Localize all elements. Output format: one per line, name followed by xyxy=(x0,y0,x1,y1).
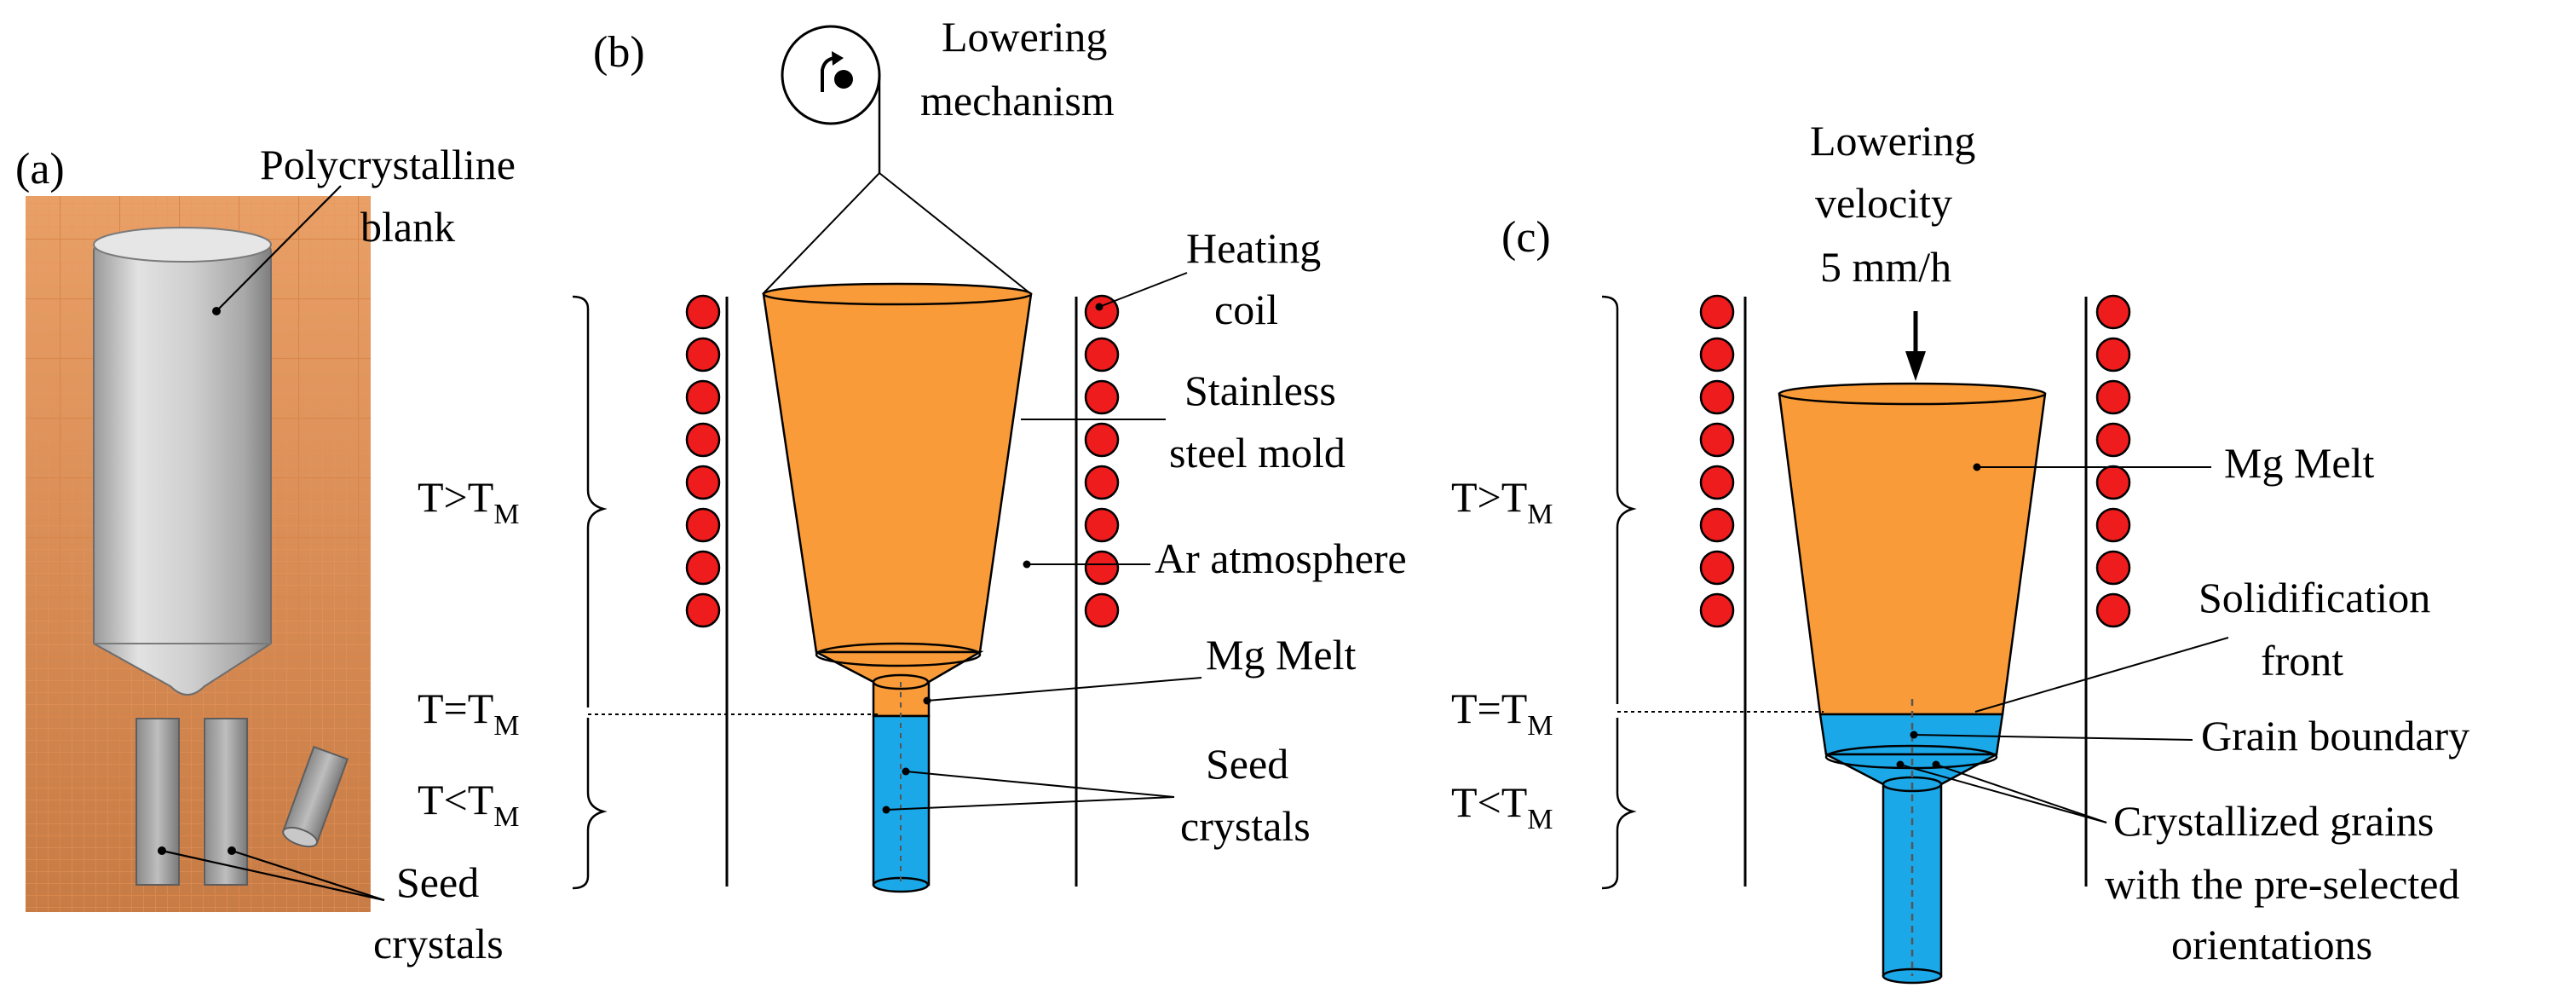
temperature-bracket-b xyxy=(572,295,878,890)
seed-leader-line-2 xyxy=(231,849,385,902)
panel-c: (c) Lowering velocity 5 mm/h xyxy=(1451,117,2469,985)
panel-b: (b) Lowering mechanism xyxy=(418,13,1407,893)
seed-crystal-photos xyxy=(135,718,349,886)
svg-text:Seed: Seed xyxy=(396,858,479,906)
svg-text:Crystallized grains: Crystallized grains xyxy=(2113,797,2434,845)
svg-text:Polycrystalline: Polycrystalline xyxy=(260,141,516,188)
heating-coil-left-c xyxy=(1699,294,1735,628)
svg-text:coil: coil xyxy=(1214,286,1278,333)
solidification-front-label: Solidification front xyxy=(1974,574,2430,713)
svg-text:T<TM: T<TM xyxy=(418,776,520,833)
heating-coil-right-c xyxy=(2095,294,2131,628)
svg-text:Lowering: Lowering xyxy=(942,13,1107,61)
melt-label-c: Mg Melt xyxy=(1973,439,2375,487)
mold-label: Stainless steel mold xyxy=(1021,367,1346,477)
panel-a-label: (a) xyxy=(15,145,65,193)
suspension-wire-right xyxy=(879,172,1032,295)
svg-text:T<TM: T<TM xyxy=(1451,778,1553,835)
lowering-mechanism xyxy=(762,25,1032,295)
suspension-wire-left xyxy=(762,172,880,295)
panel-b-label: (b) xyxy=(593,28,645,77)
svg-text:Ar atmosphere: Ar atmosphere xyxy=(1155,534,1407,582)
svg-text:Grain boundary: Grain boundary xyxy=(2201,712,2469,760)
panel-c-label: (c) xyxy=(1501,213,1551,262)
polycrystalline-blank-photo xyxy=(93,227,272,696)
panel-a: (a) Polycrystalline bla xyxy=(15,141,516,967)
lowering-arrow-icon xyxy=(1905,311,1926,381)
crucible-c xyxy=(1778,382,2047,985)
melt-body xyxy=(762,292,1033,654)
blank-leader-line xyxy=(216,185,342,312)
grain-boundary-label: Grain boundary xyxy=(1910,712,2469,760)
blank-label: Polycrystalline blank xyxy=(212,141,516,315)
crystallized-grains-label: Crystallized grains with the pre-selecte… xyxy=(1896,760,2459,968)
atmosphere-label: Ar atmosphere xyxy=(1023,534,1407,582)
seed-label-b: Seed crystals xyxy=(882,740,1311,850)
svg-text:velocity: velocity xyxy=(1815,179,1952,227)
lowering-mechanism-label: Lowering mechanism xyxy=(920,13,1115,124)
svg-text:T=TM: T=TM xyxy=(418,684,520,742)
temp-labels-b: T>TM T=TM T<TM xyxy=(418,473,520,833)
heating-coil-label: Heating coil xyxy=(1095,224,1321,333)
pulley-axle xyxy=(834,70,853,89)
svg-text:Solidification: Solidification xyxy=(2199,574,2430,621)
lowering-velocity-label: Lowering velocity 5 mm/h xyxy=(1810,117,1975,291)
svg-text:orientations: orientations xyxy=(2171,921,2372,968)
svg-text:blank: blank xyxy=(360,203,455,251)
svg-text:T>TM: T>TM xyxy=(418,473,520,530)
melt-label-b: Mg Melt xyxy=(923,631,1357,705)
svg-text:Seed: Seed xyxy=(1206,740,1288,788)
sample-photo xyxy=(26,196,371,912)
svg-text:Lowering: Lowering xyxy=(1810,117,1975,165)
seed-photo-label: Seed crystals xyxy=(158,846,504,967)
svg-text:T=TM: T=TM xyxy=(1451,684,1553,742)
svg-text:with the pre-selected: with the pre-selected xyxy=(2105,860,2459,908)
svg-text:T>TM: T>TM xyxy=(1451,473,1553,530)
svg-text:mechanism: mechanism xyxy=(920,77,1115,124)
seed-leader-line-1 xyxy=(161,849,385,902)
heating-coil-right xyxy=(1084,294,1120,628)
temp-labels-c: T>TM T=TM T<TM xyxy=(1451,473,1553,835)
svg-text:Mg Melt: Mg Melt xyxy=(2224,439,2375,487)
temperature-bracket-c xyxy=(1601,295,1824,890)
svg-text:Heating: Heating xyxy=(1186,224,1321,272)
crucible-b xyxy=(762,282,1033,893)
svg-text:crystals: crystals xyxy=(373,920,504,967)
blank-leader-dot xyxy=(212,307,221,315)
svg-text:Mg Melt: Mg Melt xyxy=(1206,631,1357,679)
svg-text:front: front xyxy=(2261,637,2343,684)
svg-text:crystals: crystals xyxy=(1180,802,1311,850)
pulley-wheel xyxy=(781,25,881,125)
svg-text:5 mm/h: 5 mm/h xyxy=(1820,243,1951,291)
svg-text:Stainless: Stainless xyxy=(1184,367,1336,414)
heating-coil-left xyxy=(685,294,721,628)
melt-body-c xyxy=(1778,392,2047,716)
svg-text:steel mold: steel mold xyxy=(1169,429,1346,477)
